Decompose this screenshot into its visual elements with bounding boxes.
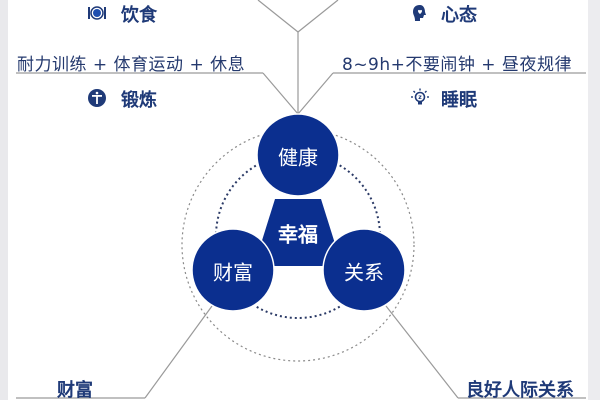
health-node-label: 健康 — [278, 145, 318, 170]
health-node — [256, 113, 340, 197]
happiness-triangle — [254, 199, 342, 266]
head-heart-icon — [411, 4, 429, 22]
right-border — [588, 0, 600, 400]
exercise-label: 锻炼 — [121, 90, 157, 111]
wealth-node-label: 财富 — [213, 260, 253, 285]
exercise-description: 耐力训练 + 体育运动 + 休息 — [17, 55, 246, 75]
left-border — [0, 0, 8, 400]
relationships-label: 良好人际关系 — [466, 380, 574, 401]
sleep-label: 睡眠 — [441, 90, 477, 111]
happiness-label: 幸福 — [278, 222, 318, 247]
wealth-node — [191, 228, 275, 312]
relationship-node-label: 关系 — [344, 260, 384, 285]
wealth-label: 财富 — [57, 380, 93, 401]
lightbulb-z-icon: z — [410, 88, 429, 106]
mindset-label: 心态 — [441, 5, 477, 26]
connector-lines — [16, 0, 586, 399]
relationship-node — [322, 228, 406, 312]
fitness-icon — [88, 89, 106, 107]
sleep-description: 8~9h+不要闹钟 + 昼夜规律 — [342, 55, 572, 75]
svg-text:z: z — [418, 94, 422, 101]
diet-label: 饮食 — [121, 5, 157, 26]
plate-cutlery-icon — [88, 4, 106, 22]
